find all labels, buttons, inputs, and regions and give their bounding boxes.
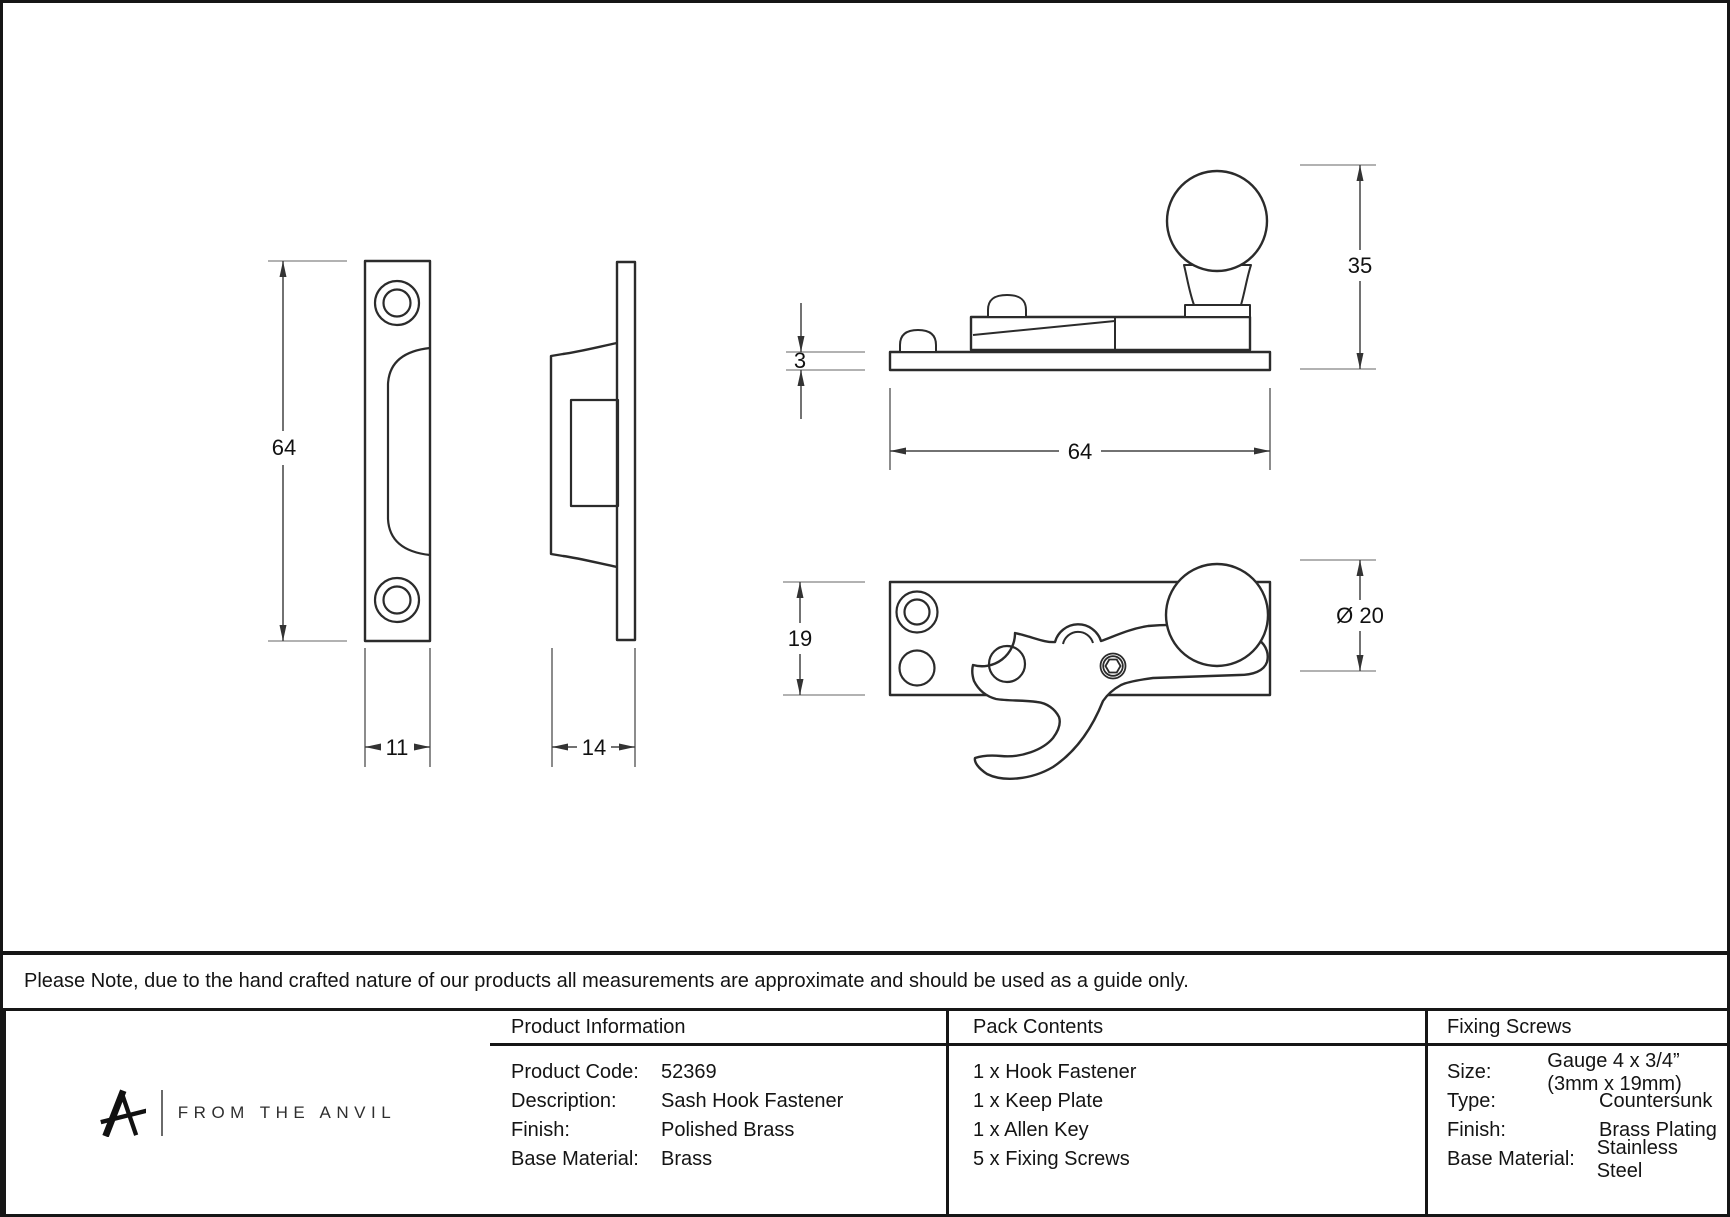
brand-divider bbox=[160, 1089, 163, 1136]
list-item: 1 x Allen Key bbox=[973, 1119, 1089, 1141]
pack-contents-header: Pack Contents bbox=[946, 1011, 1425, 1046]
technical-drawing: 64 11 14 bbox=[266, 164, 1388, 780]
dim-knob-diameter: Ø 20 bbox=[1336, 603, 1384, 628]
table-row: Description: Sash Hook Fastener bbox=[511, 1090, 844, 1112]
list-item: 1 x Hook Fastener bbox=[973, 1061, 1137, 1083]
hook-lever bbox=[971, 623, 1269, 780]
dim-base-thickness: 3 bbox=[794, 348, 806, 373]
fixing-screws-body: Size: Gauge 4 x 3/4” (3mm x 19mm) Type: … bbox=[1425, 1046, 1727, 1214]
dim-keep-height: 64 bbox=[272, 435, 296, 460]
dim-keep-width: 11 bbox=[386, 735, 409, 760]
measurement-note: Please Note, due to the hand crafted nat… bbox=[24, 970, 1189, 992]
keep-plate-front-view bbox=[363, 259, 432, 643]
knob-plan bbox=[1164, 562, 1270, 668]
table-row: Product Code: 52369 bbox=[511, 1061, 717, 1083]
brand-cell: FROM THE ANVIL bbox=[3, 1011, 490, 1214]
anvil-logo-icon bbox=[100, 1088, 146, 1137]
hex-screw bbox=[1099, 652, 1127, 680]
table-row: Base Material: Brass bbox=[511, 1148, 713, 1170]
product-info-header: Product Information bbox=[490, 1011, 946, 1046]
dim-base-width: 19 bbox=[788, 626, 812, 651]
product-info-body: Product Code: 52369 Description: Sash Ho… bbox=[490, 1046, 946, 1214]
list-item: 1 x Keep Plate bbox=[973, 1090, 1104, 1112]
fixing-screws-header: Fixing Screws bbox=[1425, 1011, 1727, 1046]
table-row: Base Material: Stainless Steel bbox=[1447, 1136, 1678, 1182]
spec-table: Product Information Pack Contents Fixing… bbox=[3, 1008, 1727, 1214]
fastener-side-view bbox=[888, 169, 1272, 372]
list-item: 5 x Fixing Screws bbox=[973, 1148, 1130, 1170]
table-row: Type: Countersunk bbox=[1447, 1090, 1713, 1112]
dimension-lines: 64 11 14 bbox=[266, 164, 1388, 767]
dim-base-length: 64 bbox=[1068, 439, 1092, 464]
measurement-note-bar: Please Note, due to the hand crafted nat… bbox=[3, 951, 1727, 1008]
fastener-plan-view bbox=[888, 562, 1272, 780]
brand-name: FROM THE ANVIL bbox=[177, 1102, 397, 1122]
table-row: Size: Gauge 4 x 3/4” (3mm x 19mm) bbox=[1447, 1049, 1682, 1095]
table-row: Finish: Brass Plating bbox=[1447, 1119, 1717, 1141]
table-row: Finish: Polished Brass bbox=[511, 1119, 795, 1141]
dim-keep-depth: 14 bbox=[582, 735, 606, 760]
dim-fastener-height: 35 bbox=[1348, 253, 1372, 278]
keep-plate-side-view bbox=[549, 260, 637, 642]
pack-contents-body: 1 x Hook Fastener 1 x Keep Plate 1 x All… bbox=[946, 1046, 1425, 1214]
